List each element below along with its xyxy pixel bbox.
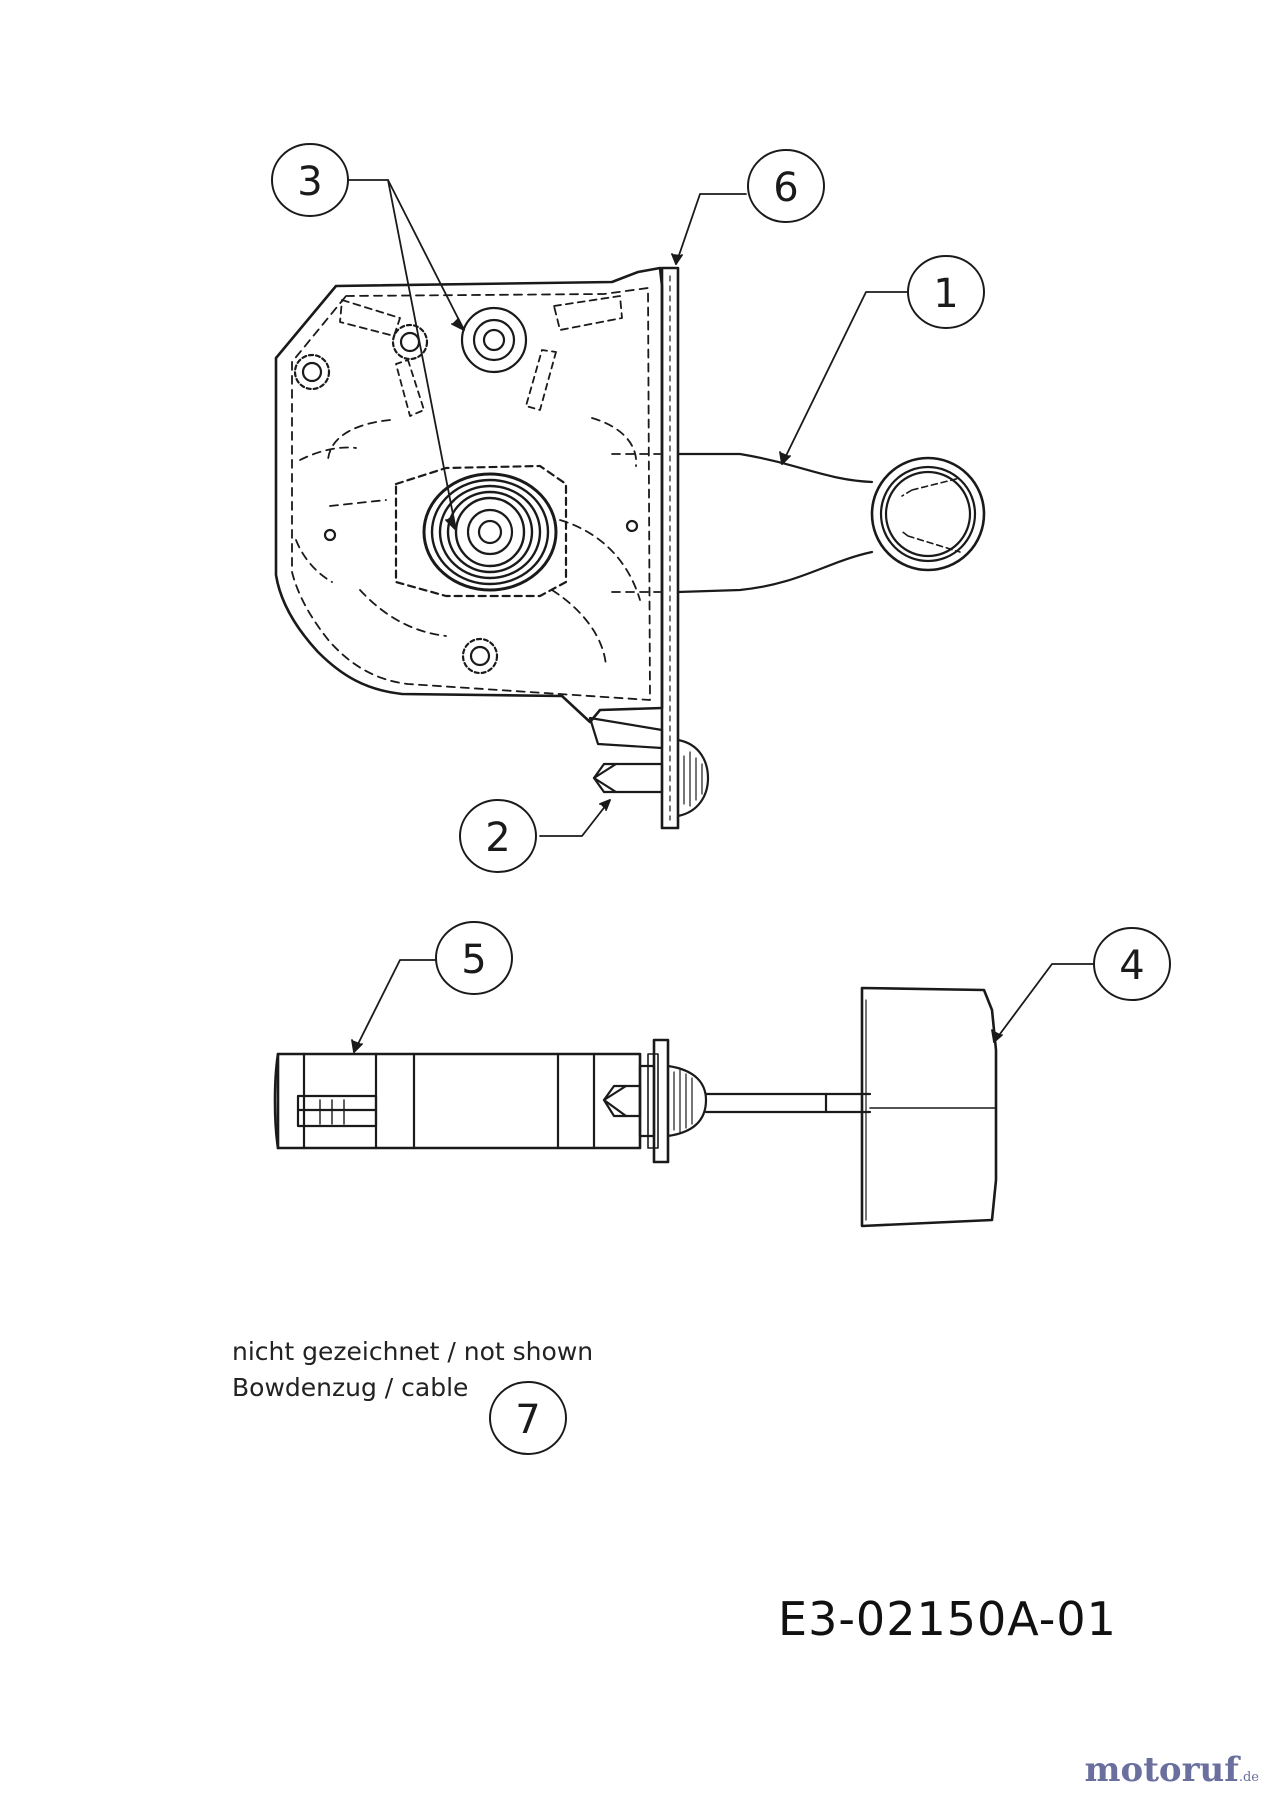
drawing-code: E3-02150A-01 [778, 1592, 1117, 1646]
callout-2: 2 [485, 815, 510, 861]
note-cable: Bowdenzug / cable [232, 1373, 469, 1402]
central-shaft [394, 464, 568, 598]
callout-5: 5 [461, 937, 486, 983]
watermark-logo: motoruf.de [1085, 1750, 1259, 1790]
callout-7: 7 [515, 1397, 540, 1443]
cable-grip [860, 986, 998, 1228]
shaft-assembly-side [273, 1038, 872, 1164]
callout-3: 3 [297, 159, 322, 205]
note-not-shown: nicht gezeichnet / not shown [232, 1337, 594, 1366]
gearbox-housing [274, 266, 710, 830]
lower-bracket [588, 716, 710, 818]
callout-4: 4 [1119, 943, 1144, 989]
leader-lines [347, 179, 1095, 1053]
lever-arm [676, 452, 986, 594]
flange-plate [660, 266, 680, 830]
watermark-suffix: .de [1238, 1770, 1259, 1785]
callout-circles [271, 143, 1171, 1455]
callout-1: 1 [933, 271, 958, 317]
callout-6: 6 [773, 165, 798, 211]
watermark-main: motoruf [1084, 1750, 1239, 1790]
